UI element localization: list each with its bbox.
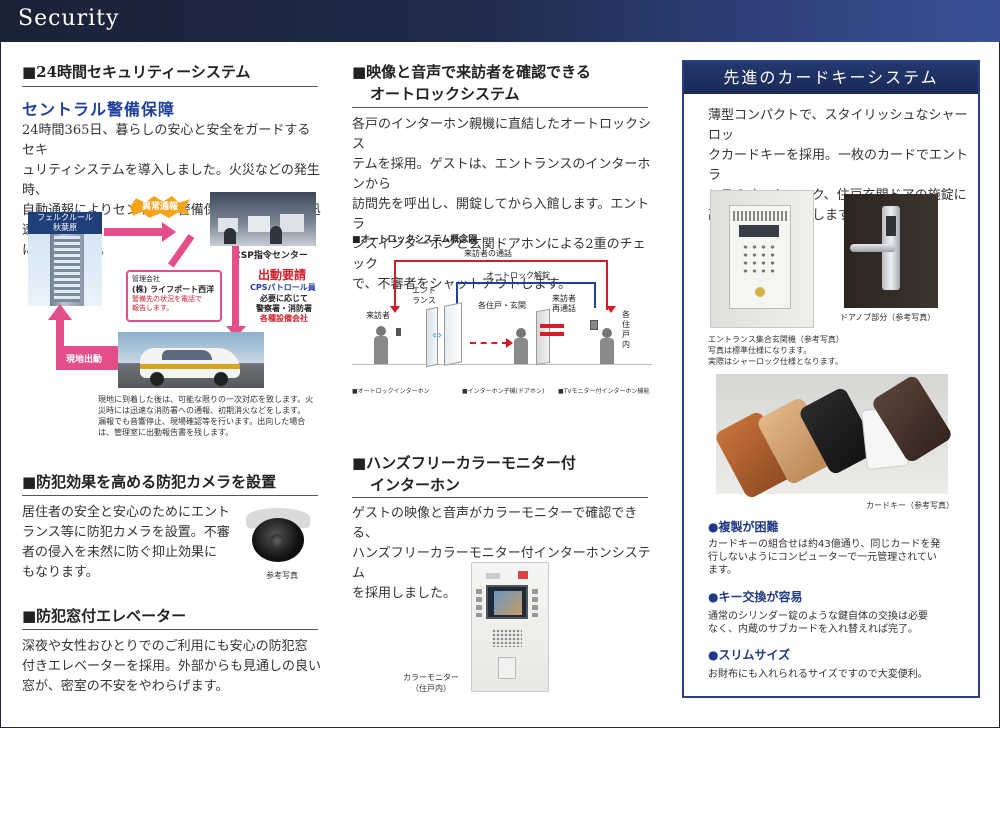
talk-button-icon xyxy=(498,657,516,679)
manager-box: 管理会社 (株) ライフポート西洋 警備先の状況を電話で 報告します。 xyxy=(126,270,222,322)
autolock-section-title: ■映像と音声で来訪者を確認できる オートロックシステム xyxy=(352,63,591,103)
legend-tv-monitor: ■TVモニター付インターホン機能 xyxy=(558,388,650,395)
camera-title-rule xyxy=(22,495,318,496)
dispatch-lines: 必要に応じて 警察署・消防署 各種設備会社 xyxy=(256,294,312,323)
speaker-grille-icon xyxy=(492,629,522,647)
feature-easy-exchange-text: 通常のシリンダー錠のような鍵自体の交換は必要 なく、内蔵のサブカードを入れ替えれ… xyxy=(708,611,928,635)
card-keys-caption: カードキー（参考写真） xyxy=(866,501,954,510)
visitor-person-icon xyxy=(376,326,386,336)
feature-easy-exchange-title: ●キー交換が容易 xyxy=(708,590,803,604)
legend-autolock-intercom: ■オートロックインターホン xyxy=(352,388,430,395)
unit-door xyxy=(536,308,550,366)
resident-person-icon xyxy=(602,328,612,338)
entrance-panel-photo xyxy=(710,190,814,328)
door-knob-caption: ドアノブ部分（参考写真） xyxy=(840,313,936,322)
page-title: Security xyxy=(18,6,120,31)
handsfree-title-rule xyxy=(352,497,648,498)
visitor-call-arrow xyxy=(394,260,608,310)
onsite-label: 現地出動 xyxy=(66,355,103,365)
security-section-title: ■24時間セキュリティーシステム xyxy=(22,63,251,81)
visitor-recall-label: 来訪者 再通話 xyxy=(552,294,576,313)
security-camera-photo xyxy=(246,508,310,562)
entrance-display-icon xyxy=(739,225,779,237)
security-diagram: フェルクルール 秋葉原 異常通報 CSP指令センター 管理会社 (株) ライフポ… xyxy=(22,192,322,442)
entrance-keypad-icon xyxy=(741,243,777,273)
entrance-panel-caption: エントランス集合玄関機（参考写真） 写真は標準仕様になります。 実際はシャーロッ… xyxy=(708,335,844,366)
each-unit-label: 各 住 戸 内 xyxy=(622,310,630,349)
card-keys-photo xyxy=(713,373,954,500)
onsite-arrow-vertical xyxy=(56,320,64,370)
onsite-arrow-horizontal xyxy=(56,346,118,370)
elevator-body: 深夜や女性おひとりでのご利用にも安心の防犯窓 付きエレベーターを採用。外部からも… xyxy=(22,639,322,694)
autolock-title-rule xyxy=(352,107,648,108)
color-monitor-caption: カラーモニター （住戸内） xyxy=(403,673,459,693)
cardkey-panel: 先進のカードキーシステム 薄型コンパクトで、スタイリッシュなシャーロッ クカード… xyxy=(682,60,980,698)
handsfree-body: ゲストの映像と音声がカラーモニターで確認できる、 ハンズフリーカラーモニター付イ… xyxy=(352,506,651,601)
elevator-title-rule xyxy=(22,629,318,630)
elevator-section-title: ■防犯窓付エレベーター xyxy=(22,607,187,625)
handsfree-section-title: ■ハンズフリーカラーモニター付 インターホン xyxy=(352,454,576,494)
camera-section-title: ■防犯効果を高める防犯カメラを設置 xyxy=(22,473,277,491)
cardkey-panel-title: 先進のカードキーシステム xyxy=(684,62,978,94)
csp-center-photo xyxy=(210,192,316,246)
page-header: Security xyxy=(0,0,1000,42)
door-knob-photo xyxy=(844,194,938,308)
autolock-release-label: オートロック解錠 xyxy=(486,271,550,280)
alarm-badge: 異常通報 xyxy=(130,196,190,218)
color-monitor-photo xyxy=(471,562,549,692)
entrance-door-right xyxy=(444,302,462,366)
units-door-label: 各住戸・玄関 xyxy=(478,301,526,310)
security-note: 現地に到着した後は、可能な限りの一次対応を致します。火 災時には迅速な消防署への… xyxy=(98,395,314,437)
feature-hard-to-copy-text: カードキーの組合せは約43億通り、同じカードを発 行しないようにコンピューターで… xyxy=(708,539,941,576)
entrance-label: エント ランス xyxy=(412,286,436,305)
dispatch-arrow xyxy=(232,246,239,326)
dispatch-sub: CPSパトロール員 xyxy=(250,283,316,292)
visitor-label: 来訪者 xyxy=(366,311,390,320)
feature-hard-to-copy-title: ●複製が困難 xyxy=(708,520,779,534)
building-label: フェルクルール 秋葉原 xyxy=(28,212,102,234)
alarm-arrow xyxy=(104,228,162,236)
autolock-release-arrow xyxy=(456,282,596,308)
feature-slim-size-text: お財布にも入れられるサイズですので大変便利。 xyxy=(708,669,928,680)
camera-photo-caption: 参考写真 xyxy=(266,571,298,580)
entrance-intercom-icon xyxy=(396,328,401,336)
autolock-diagram: 来訪者の通話 オートロック解錠 エント ランス 各住戸・玄関 来訪者 来訪者 再… xyxy=(352,246,652,398)
legend-door-intercom: ■インターホン子機(ドアホン) xyxy=(462,388,545,395)
passage-arrow xyxy=(470,342,508,344)
visitor-call-label: 来訪者の通話 xyxy=(464,249,512,258)
visitor-at-door-icon xyxy=(516,328,526,338)
camera-body: 居住者の安全と安心のためにエント ランス等に防犯カメラを設置。不審 者の侵入を未… xyxy=(22,505,231,580)
security-title-rule xyxy=(22,86,318,87)
monitor-intercom-icon xyxy=(590,320,598,330)
patrol-car-photo xyxy=(118,332,264,388)
csp-center-label: CSP指令センター xyxy=(234,251,308,261)
central-security-logo: セントラル警備保障 xyxy=(22,100,176,119)
feature-slim-size-title: ●スリムサイズ xyxy=(708,648,791,662)
dispatch-title: 出動要請 xyxy=(258,268,307,282)
door-arrow-icon: ⇔ xyxy=(432,328,443,342)
autolock-diagram-title: ■オートロックシステム概念図 xyxy=(352,235,478,245)
monitor-screen-icon xyxy=(486,585,528,619)
autolock-body: 各戸のインターホン親機に直結したオートロックシス テムを採用。ゲストは、エントラ… xyxy=(352,117,652,292)
